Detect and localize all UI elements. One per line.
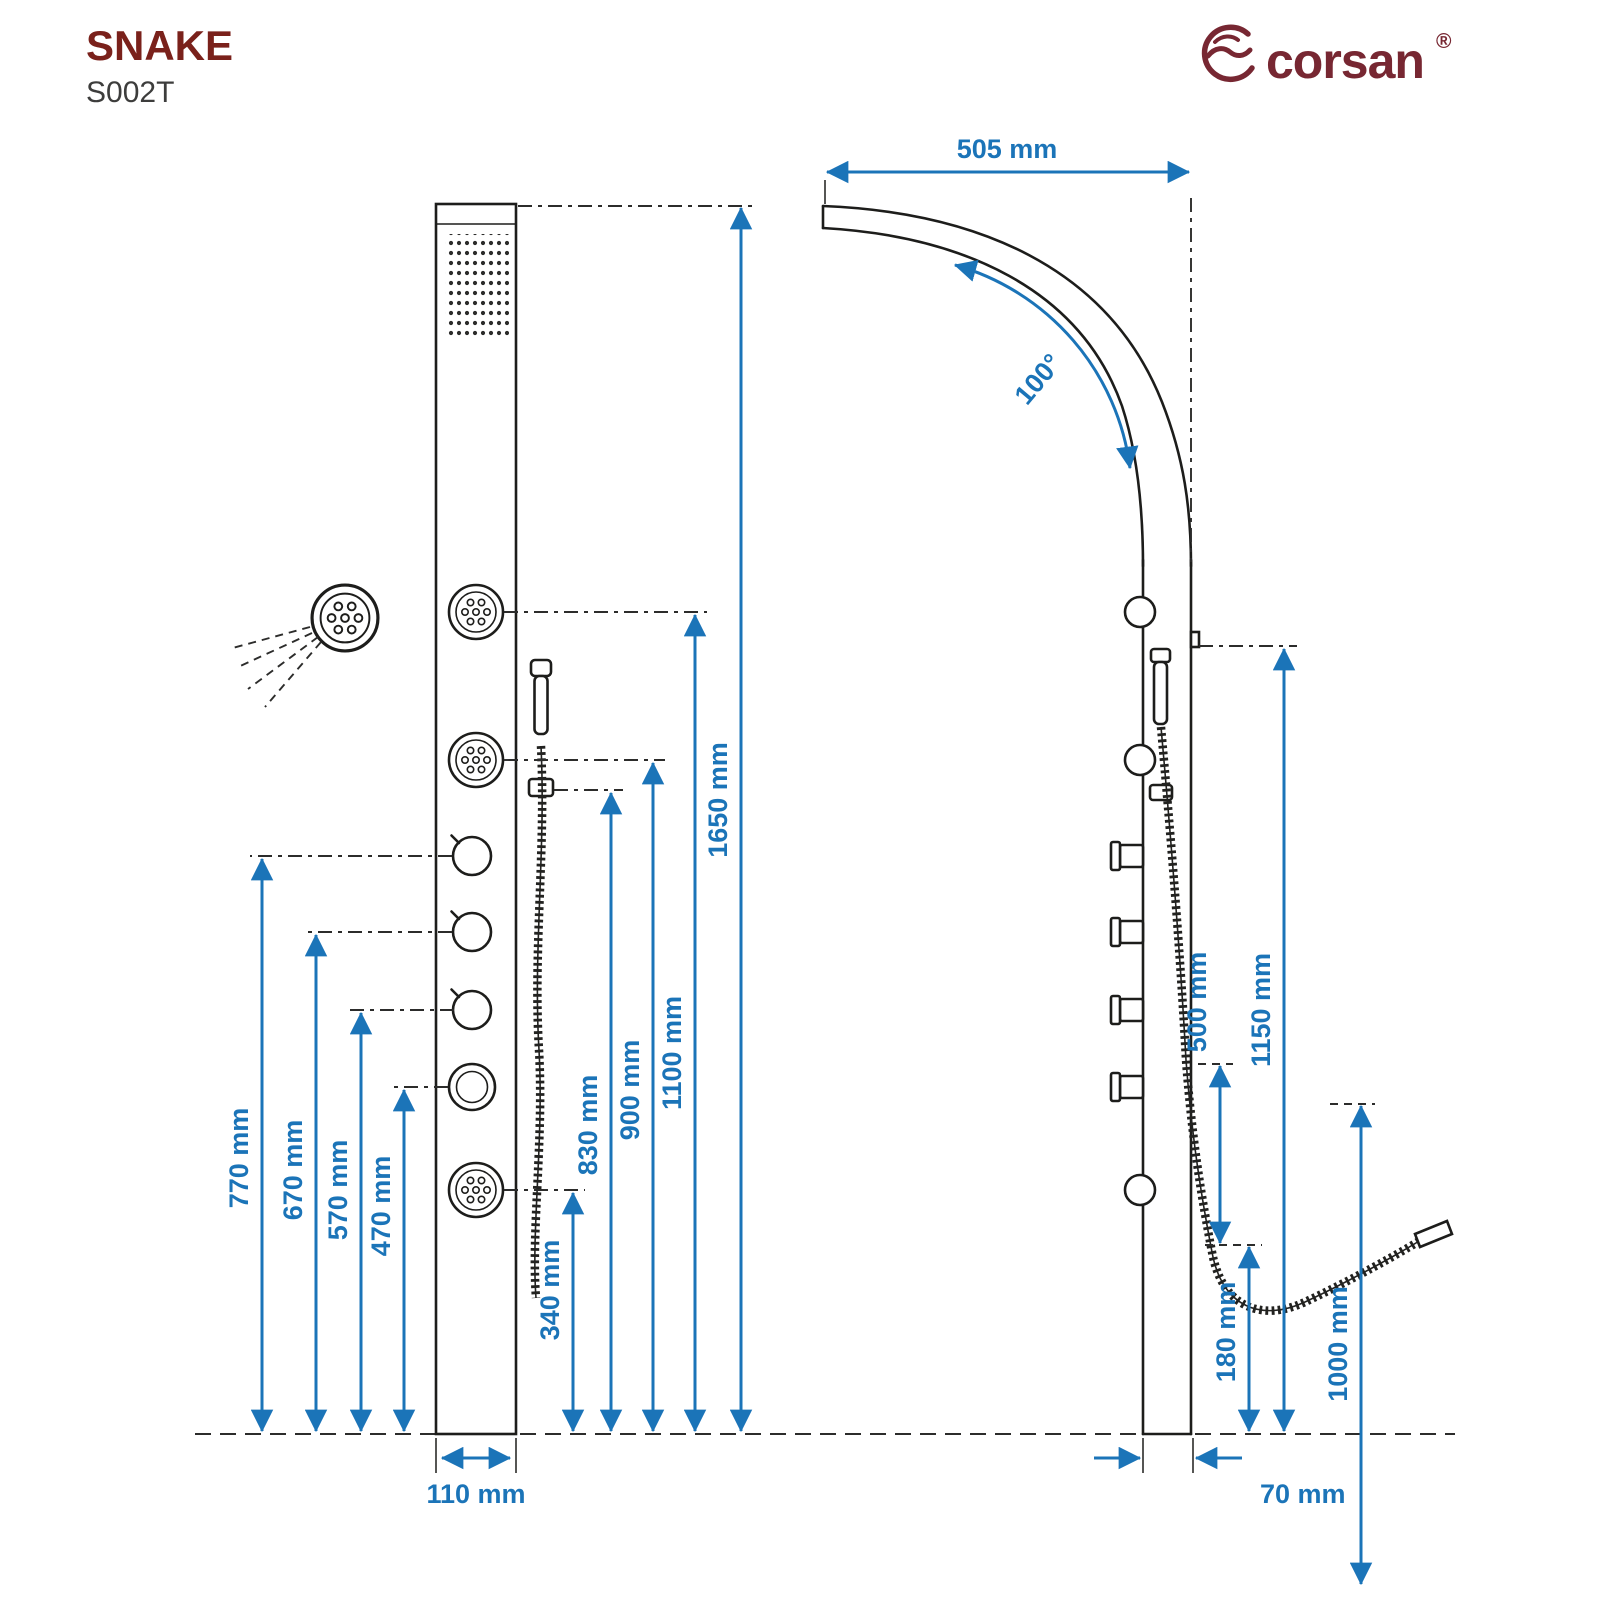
header: SNAKE S002T corsan ® [86,22,1452,109]
dim-110-label: 110 mm [426,1479,525,1509]
side-mount-bracket [1189,630,1201,649]
brand-logo: corsan ® [1201,24,1452,89]
side-hand-shower [1148,647,1174,802]
dim-500-label: 500 mm [1182,952,1212,1053]
dim-505-label: 505 mm [957,134,1058,164]
dim-570-label: 570 mm [323,1140,353,1241]
side-knob-4 [1109,1071,1145,1103]
body-jet-middle [447,731,505,789]
brand-name: corsan [1266,33,1424,89]
shower-head-perforations [445,234,509,340]
dim-1150-label: 1150 mm [1246,953,1276,1067]
side-jet-middle [1123,743,1157,777]
knob-3 [450,988,493,1031]
side-knob-3 [1109,994,1145,1026]
side-jet-upper [1123,595,1157,629]
side-jet-lower [1123,1173,1157,1207]
body-jet-lower [447,1161,505,1219]
front-view: 1650 mm 1100 mm 900 mm 830 mm 770 mm 670… [224,202,753,1509]
body-jet-upper [447,583,505,641]
shower-hose [530,745,547,1299]
knob-1 [450,834,493,877]
hand-shower [527,658,555,798]
front-panel [434,202,518,1436]
jet-spray-detail [228,583,380,708]
dim-770-label: 770 mm [224,1108,254,1209]
dim-670-label: 670 mm [278,1120,308,1221]
dim-180-label: 180 mm [1211,1282,1241,1383]
dim-1100-label: 1100 mm [657,996,687,1110]
side-view: 505 mm 100° 1150 mm 500 mm 180 mm 1000 m… [821,134,1454,1586]
brand-wave-icon [1201,24,1255,83]
dim-900-label: 900 mm [615,1040,645,1141]
dim-340-label: 340 mm [535,1240,565,1341]
dim-1650-label: 1650 mm [703,742,733,858]
side-shower-hose [1156,726,1454,1315]
side-knob-1 [1109,840,1145,872]
knob-4-ring [447,1062,497,1112]
dim-70-label: 70 mm [1260,1479,1346,1509]
product-name: SNAKE [86,22,233,69]
dim-470-label: 470 mm [366,1156,396,1257]
side-knob-2 [1109,916,1145,948]
dim-angle-arc [953,259,1139,470]
dim-1000-label: 1000 mm [1323,1286,1353,1402]
shower-arm-outer [821,204,1193,568]
product-code: S002T [86,76,174,109]
knob-2 [450,910,493,953]
shower-arm-inner [821,226,1145,568]
dim-angle-label: 100° [1009,348,1068,410]
dim-830-label: 830 mm [573,1075,603,1176]
hose-end-fitting [1413,1219,1454,1249]
brand-registered-mark: ® [1436,30,1452,53]
